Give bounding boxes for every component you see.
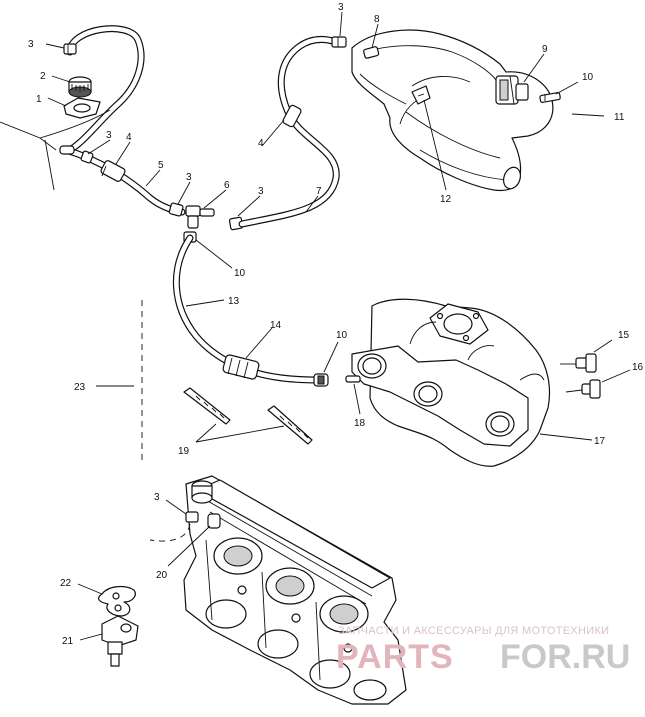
- clamp-left-1: [80, 150, 94, 164]
- callout-12: 12: [440, 194, 452, 205]
- reference-line-23: [96, 300, 143, 460]
- callout-3: 3: [154, 492, 160, 503]
- upper-hose-loop: [66, 25, 145, 154]
- stud-19-right: [267, 405, 313, 445]
- sensor-21: [101, 615, 139, 667]
- hose-section-13: [172, 234, 324, 384]
- reference-lines-left: [0, 109, 111, 191]
- filler-flange: [63, 97, 101, 119]
- watermark: ЗАПЧАСТИ И АКСЕССУАРЫ ДЛЯ МОТОТЕХНИКИ PA…: [336, 625, 630, 676]
- callout-4: 4: [258, 138, 264, 149]
- callout-3: 3: [106, 130, 112, 141]
- watermark-brand-left: PARTS: [336, 638, 454, 676]
- callout-8: 8: [374, 14, 380, 25]
- stud-18: [345, 375, 361, 383]
- bolt-10-upper: [539, 92, 561, 103]
- callout-20: 20: [156, 570, 168, 581]
- exhaust-fitting-8: [363, 46, 380, 59]
- clamp-top-left: [63, 43, 77, 55]
- fitting-left: [59, 145, 75, 155]
- callout-1: 1: [36, 94, 42, 105]
- callout-7: 7: [316, 186, 322, 197]
- callout-11: 11: [614, 112, 625, 123]
- stud-19-left: [183, 387, 231, 425]
- callout-23: 23: [74, 382, 86, 393]
- engine-intake-manifold: [183, 475, 407, 705]
- callout-17: 17: [594, 436, 606, 447]
- fitting-10-lower: [313, 373, 329, 387]
- callout-labels: 3 2 1 3 4 5 3 6 3 7 4 3 8 9 10 11 12 10 …: [28, 2, 644, 647]
- callout-2: 2: [40, 71, 46, 82]
- watermark-brand-right: FOR.RU: [500, 638, 630, 676]
- exhaust-pipe: [351, 29, 554, 192]
- callout-3: 3: [186, 172, 192, 183]
- sleeve-4-left: [100, 160, 126, 182]
- callout-5: 5: [158, 160, 164, 171]
- filler-cap: [68, 76, 92, 98]
- exhaust-manifold: [351, 298, 551, 467]
- callout-16: 16: [632, 362, 644, 373]
- callout-3: 3: [338, 2, 344, 13]
- leader-lines: [45, 11, 631, 641]
- gasket-22: [98, 585, 136, 617]
- fitting-20: [207, 513, 221, 529]
- callout-3: 3: [258, 186, 264, 197]
- hose-to-block: [149, 523, 191, 542]
- callout-22: 22: [60, 578, 72, 589]
- exhaust-sensor-9: [495, 75, 529, 105]
- callout-13: 13: [228, 296, 240, 307]
- cap-top-block: [191, 480, 213, 504]
- callout-3: 3: [28, 39, 34, 50]
- callout-18: 18: [354, 418, 366, 429]
- callout-10: 10: [582, 72, 594, 83]
- bracket-12: [411, 85, 431, 105]
- clamp-left-2: [168, 202, 184, 217]
- bolt-15: [560, 353, 597, 373]
- hose-section-7: [238, 35, 340, 228]
- callout-9: 9: [542, 44, 548, 55]
- tee-fitting: [185, 205, 215, 229]
- callout-6: 6: [224, 180, 230, 191]
- bolt-16: [565, 379, 601, 399]
- clamp-exhaust-top: [331, 36, 347, 48]
- callout-4: 4: [126, 132, 132, 143]
- sleeve-4-upper: [282, 104, 302, 128]
- callout-10: 10: [336, 330, 348, 341]
- callout-19: 19: [178, 446, 190, 457]
- clamp-block-3: [185, 511, 199, 523]
- callout-10: 10: [234, 268, 246, 279]
- watermark-tagline: ЗАПЧАСТИ И АКСЕССУАРЫ ДЛЯ МОТОТЕХНИКИ: [338, 625, 609, 637]
- sleeve-14: [222, 354, 260, 380]
- callout-14: 14: [270, 320, 282, 331]
- callout-15: 15: [618, 330, 630, 341]
- callout-21: 21: [62, 636, 74, 647]
